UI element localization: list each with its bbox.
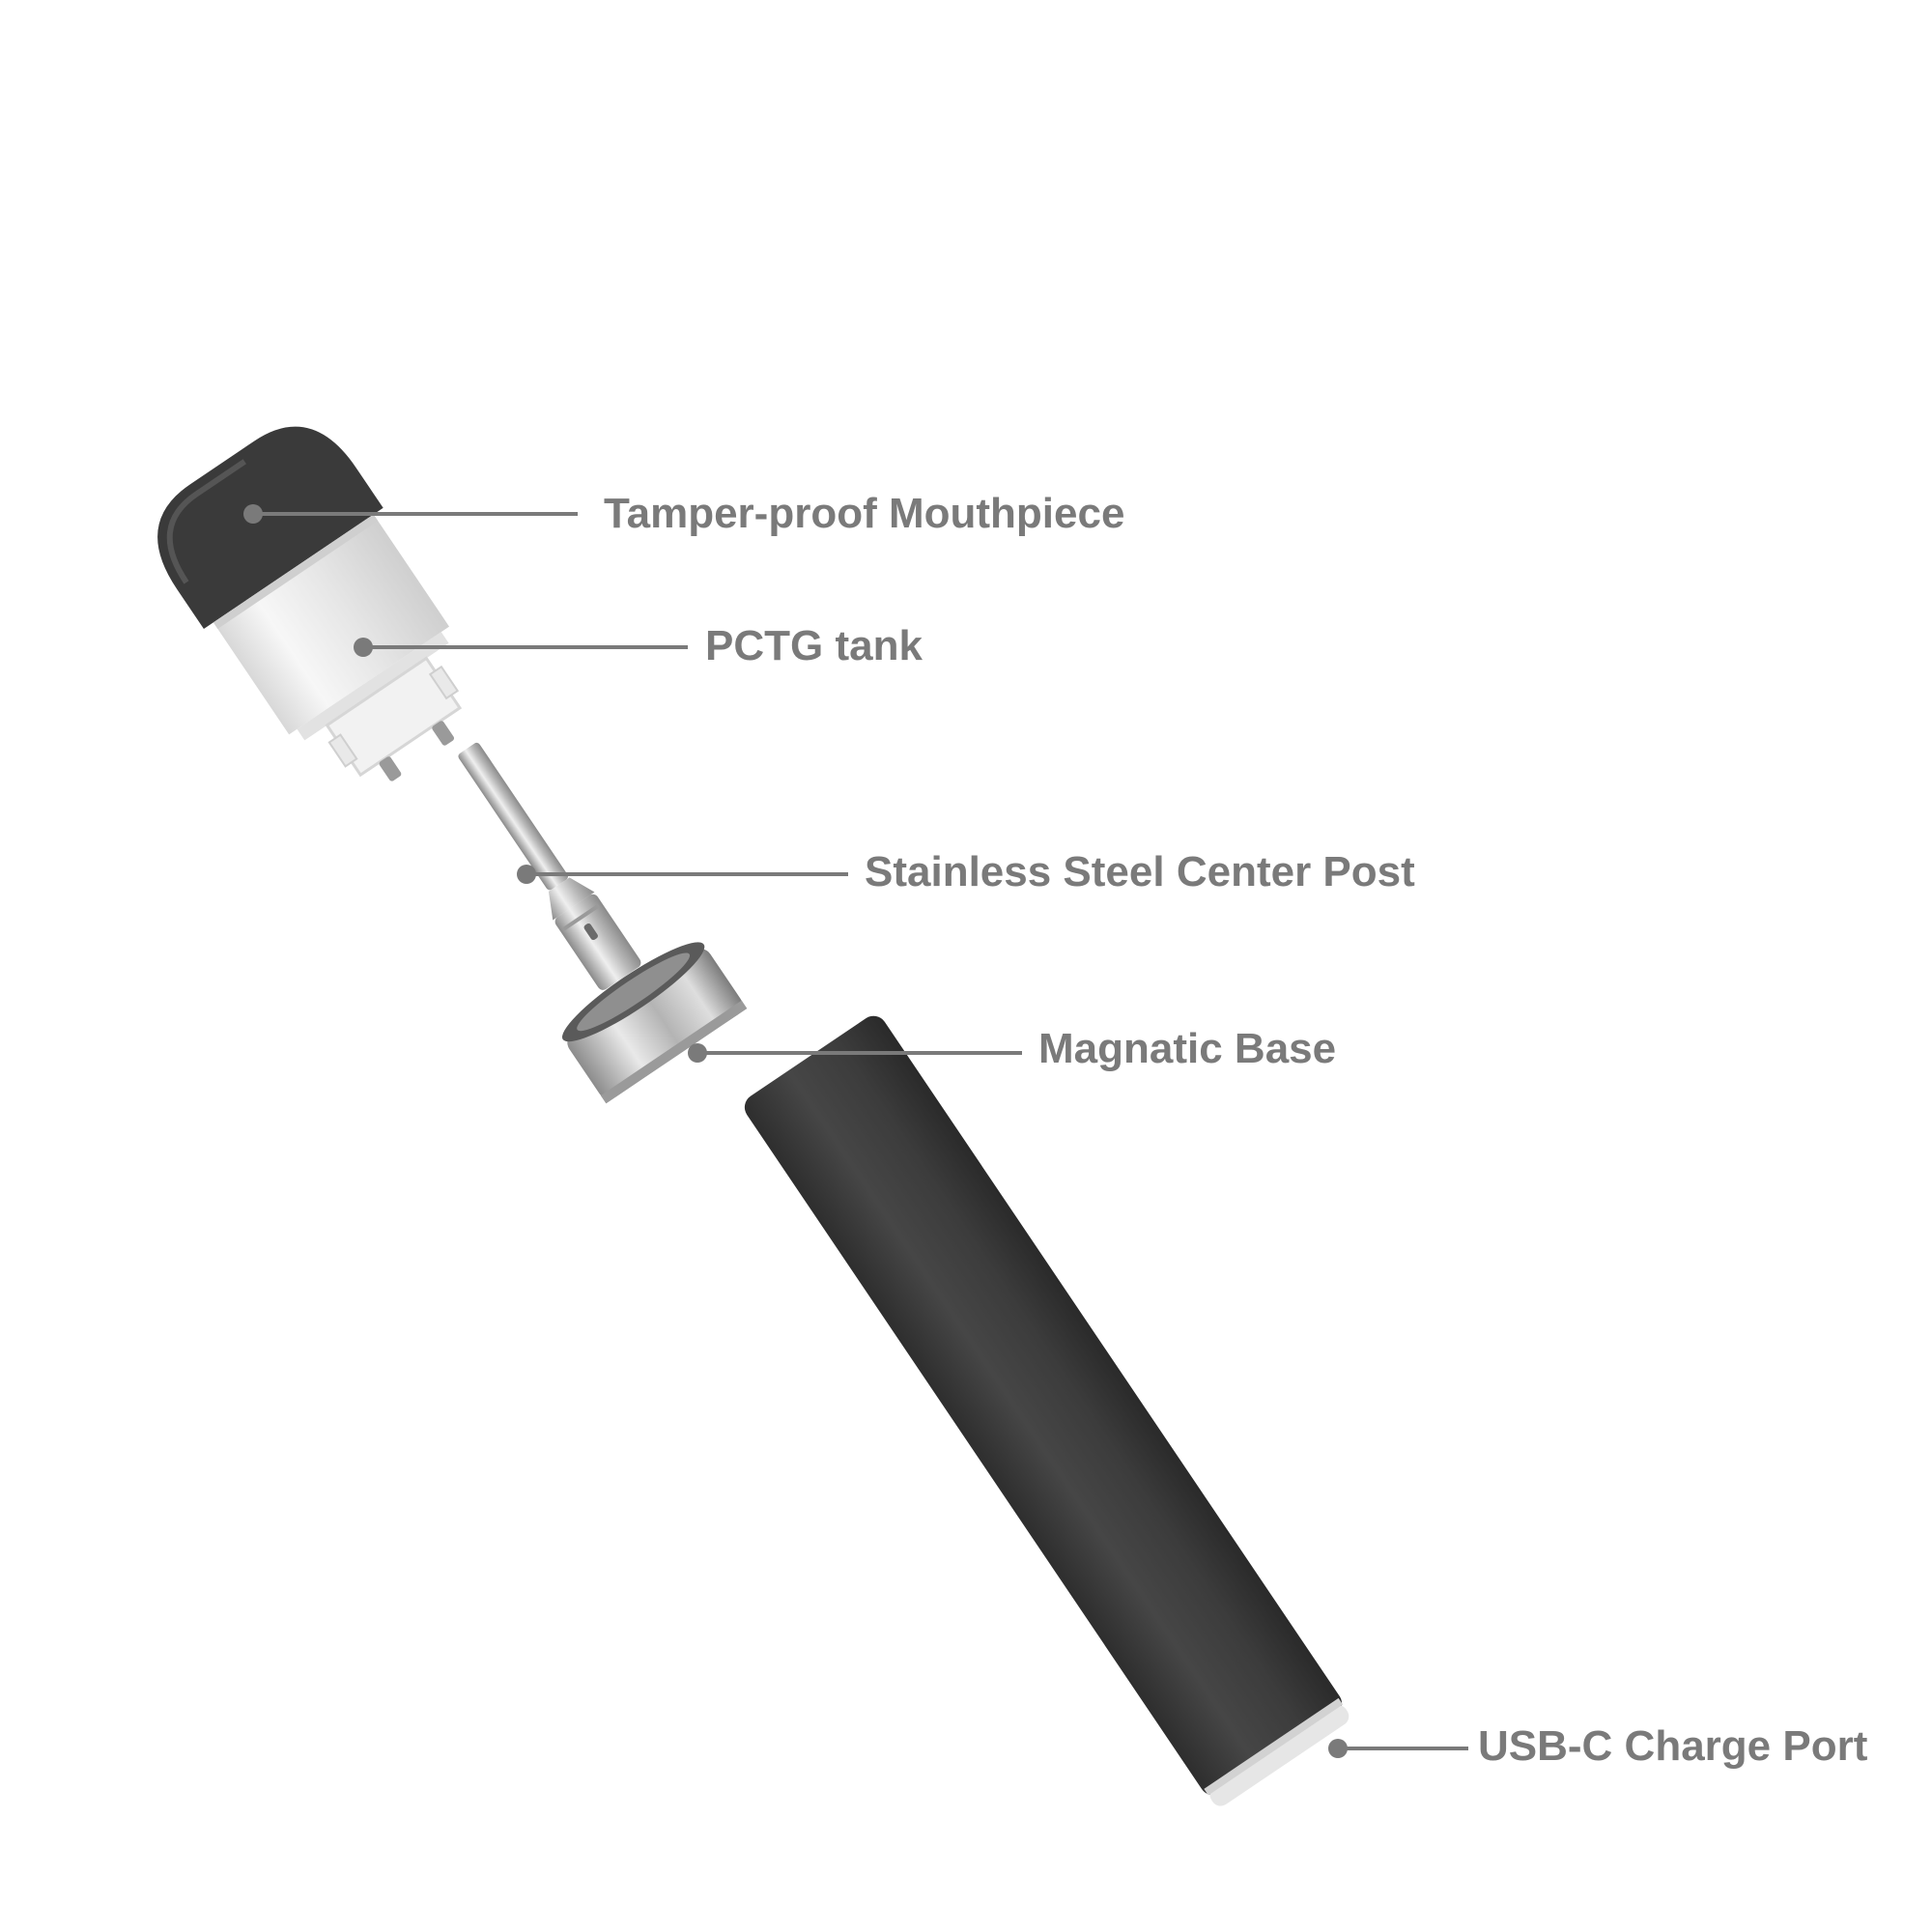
leader-dot-mouthpiece — [243, 504, 263, 524]
pctg-tank — [213, 514, 450, 735]
leader-dot-usb — [1328, 1739, 1348, 1758]
label-pctg-tank: PCTG tank — [705, 622, 923, 669]
leader-dot-base — [688, 1043, 707, 1063]
magnetic-base — [561, 942, 748, 1104]
mouthpiece — [157, 426, 384, 630]
label-usb-c-charge-port: USB-C Charge Port — [1478, 1722, 1868, 1770]
leader-dots — [243, 504, 1348, 1758]
leader-dot-post — [517, 865, 536, 884]
leader-dot-tank — [354, 638, 373, 657]
center-post — [458, 742, 641, 990]
usb-c-port — [1209, 1705, 1350, 1806]
label-stainless-steel-center-post: Stainless Steel Center Post — [865, 848, 1415, 895]
label-magnatic-base: Magnatic Base — [1038, 1025, 1337, 1072]
label-tamper-proof-mouthpiece: Tamper-proof Mouthpiece — [604, 490, 1125, 537]
cartridge — [157, 426, 463, 781]
leader-lines — [253, 512, 1468, 1750]
battery-body — [744, 1015, 1350, 1806]
